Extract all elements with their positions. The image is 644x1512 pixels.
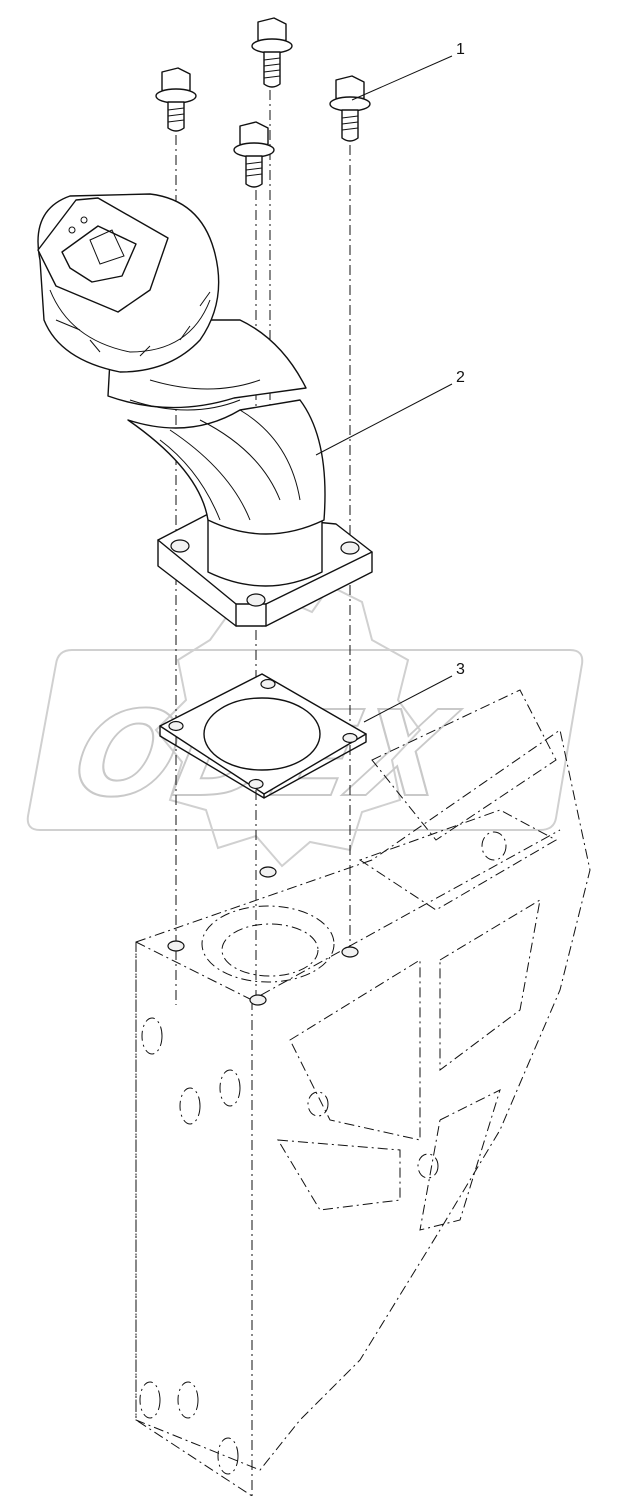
callout-3: 3 xyxy=(363,661,465,723)
callout-label: 1 xyxy=(456,41,465,58)
callout-2: 2 xyxy=(315,369,465,456)
leader-line xyxy=(315,383,453,456)
bolt-top-center xyxy=(251,17,293,88)
filler-elbow xyxy=(37,193,373,627)
callout-label: 2 xyxy=(456,369,465,386)
callout-label: 3 xyxy=(456,661,465,678)
frame-housing xyxy=(135,689,591,1497)
leader-line xyxy=(363,675,453,723)
bolt-center xyxy=(233,121,275,188)
bolt-right xyxy=(329,75,371,142)
leader-line xyxy=(351,55,453,101)
watermark-gear-icon xyxy=(154,584,422,868)
gasket xyxy=(159,673,367,799)
callout-1: 1 xyxy=(351,41,465,101)
bolt-left xyxy=(155,67,197,132)
watermark-badge xyxy=(26,649,584,831)
